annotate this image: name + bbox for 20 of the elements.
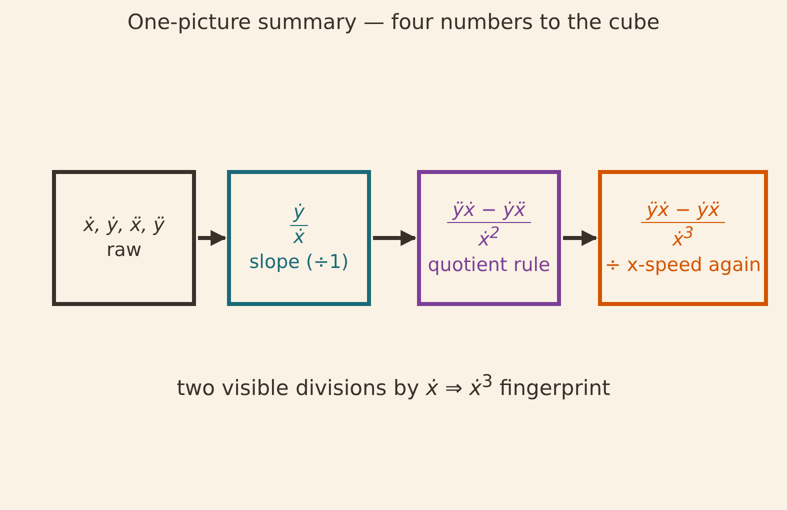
process-box	[417, 170, 561, 306]
diagram-title: One-picture summary — four numbers to the cube	[126, 10, 661, 34]
formula-denominator: ẋ$^{2}$	[478, 224, 500, 252]
arrow	[373, 230, 417, 246]
formula-numerator: ẏ	[293, 202, 305, 224]
process-box	[52, 170, 196, 306]
box-caption: quotient rule	[428, 254, 550, 276]
formula-denominator: ẋ	[293, 227, 305, 249]
box-caption: ÷ x-speed again	[604, 254, 762, 276]
arrow	[563, 230, 598, 246]
summary-note: two visible divisions by ẋ ⇒ ẋ$^{3}$ fingerprint	[176, 376, 610, 400]
formula-numerator: ÿẋ − ẏẍ	[646, 200, 720, 222]
box-caption: slope (÷1)	[249, 250, 349, 274]
formula-denominator: ẋ$^{3}$	[672, 224, 694, 252]
formula: ẋ, ẏ, ẍ, ÿ	[83, 214, 165, 237]
process-box	[227, 170, 371, 306]
process-box	[598, 170, 768, 306]
arrow	[198, 230, 227, 246]
box-caption: raw	[106, 238, 142, 262]
formula-numerator: ÿẋ − ẏẍ	[452, 200, 526, 222]
